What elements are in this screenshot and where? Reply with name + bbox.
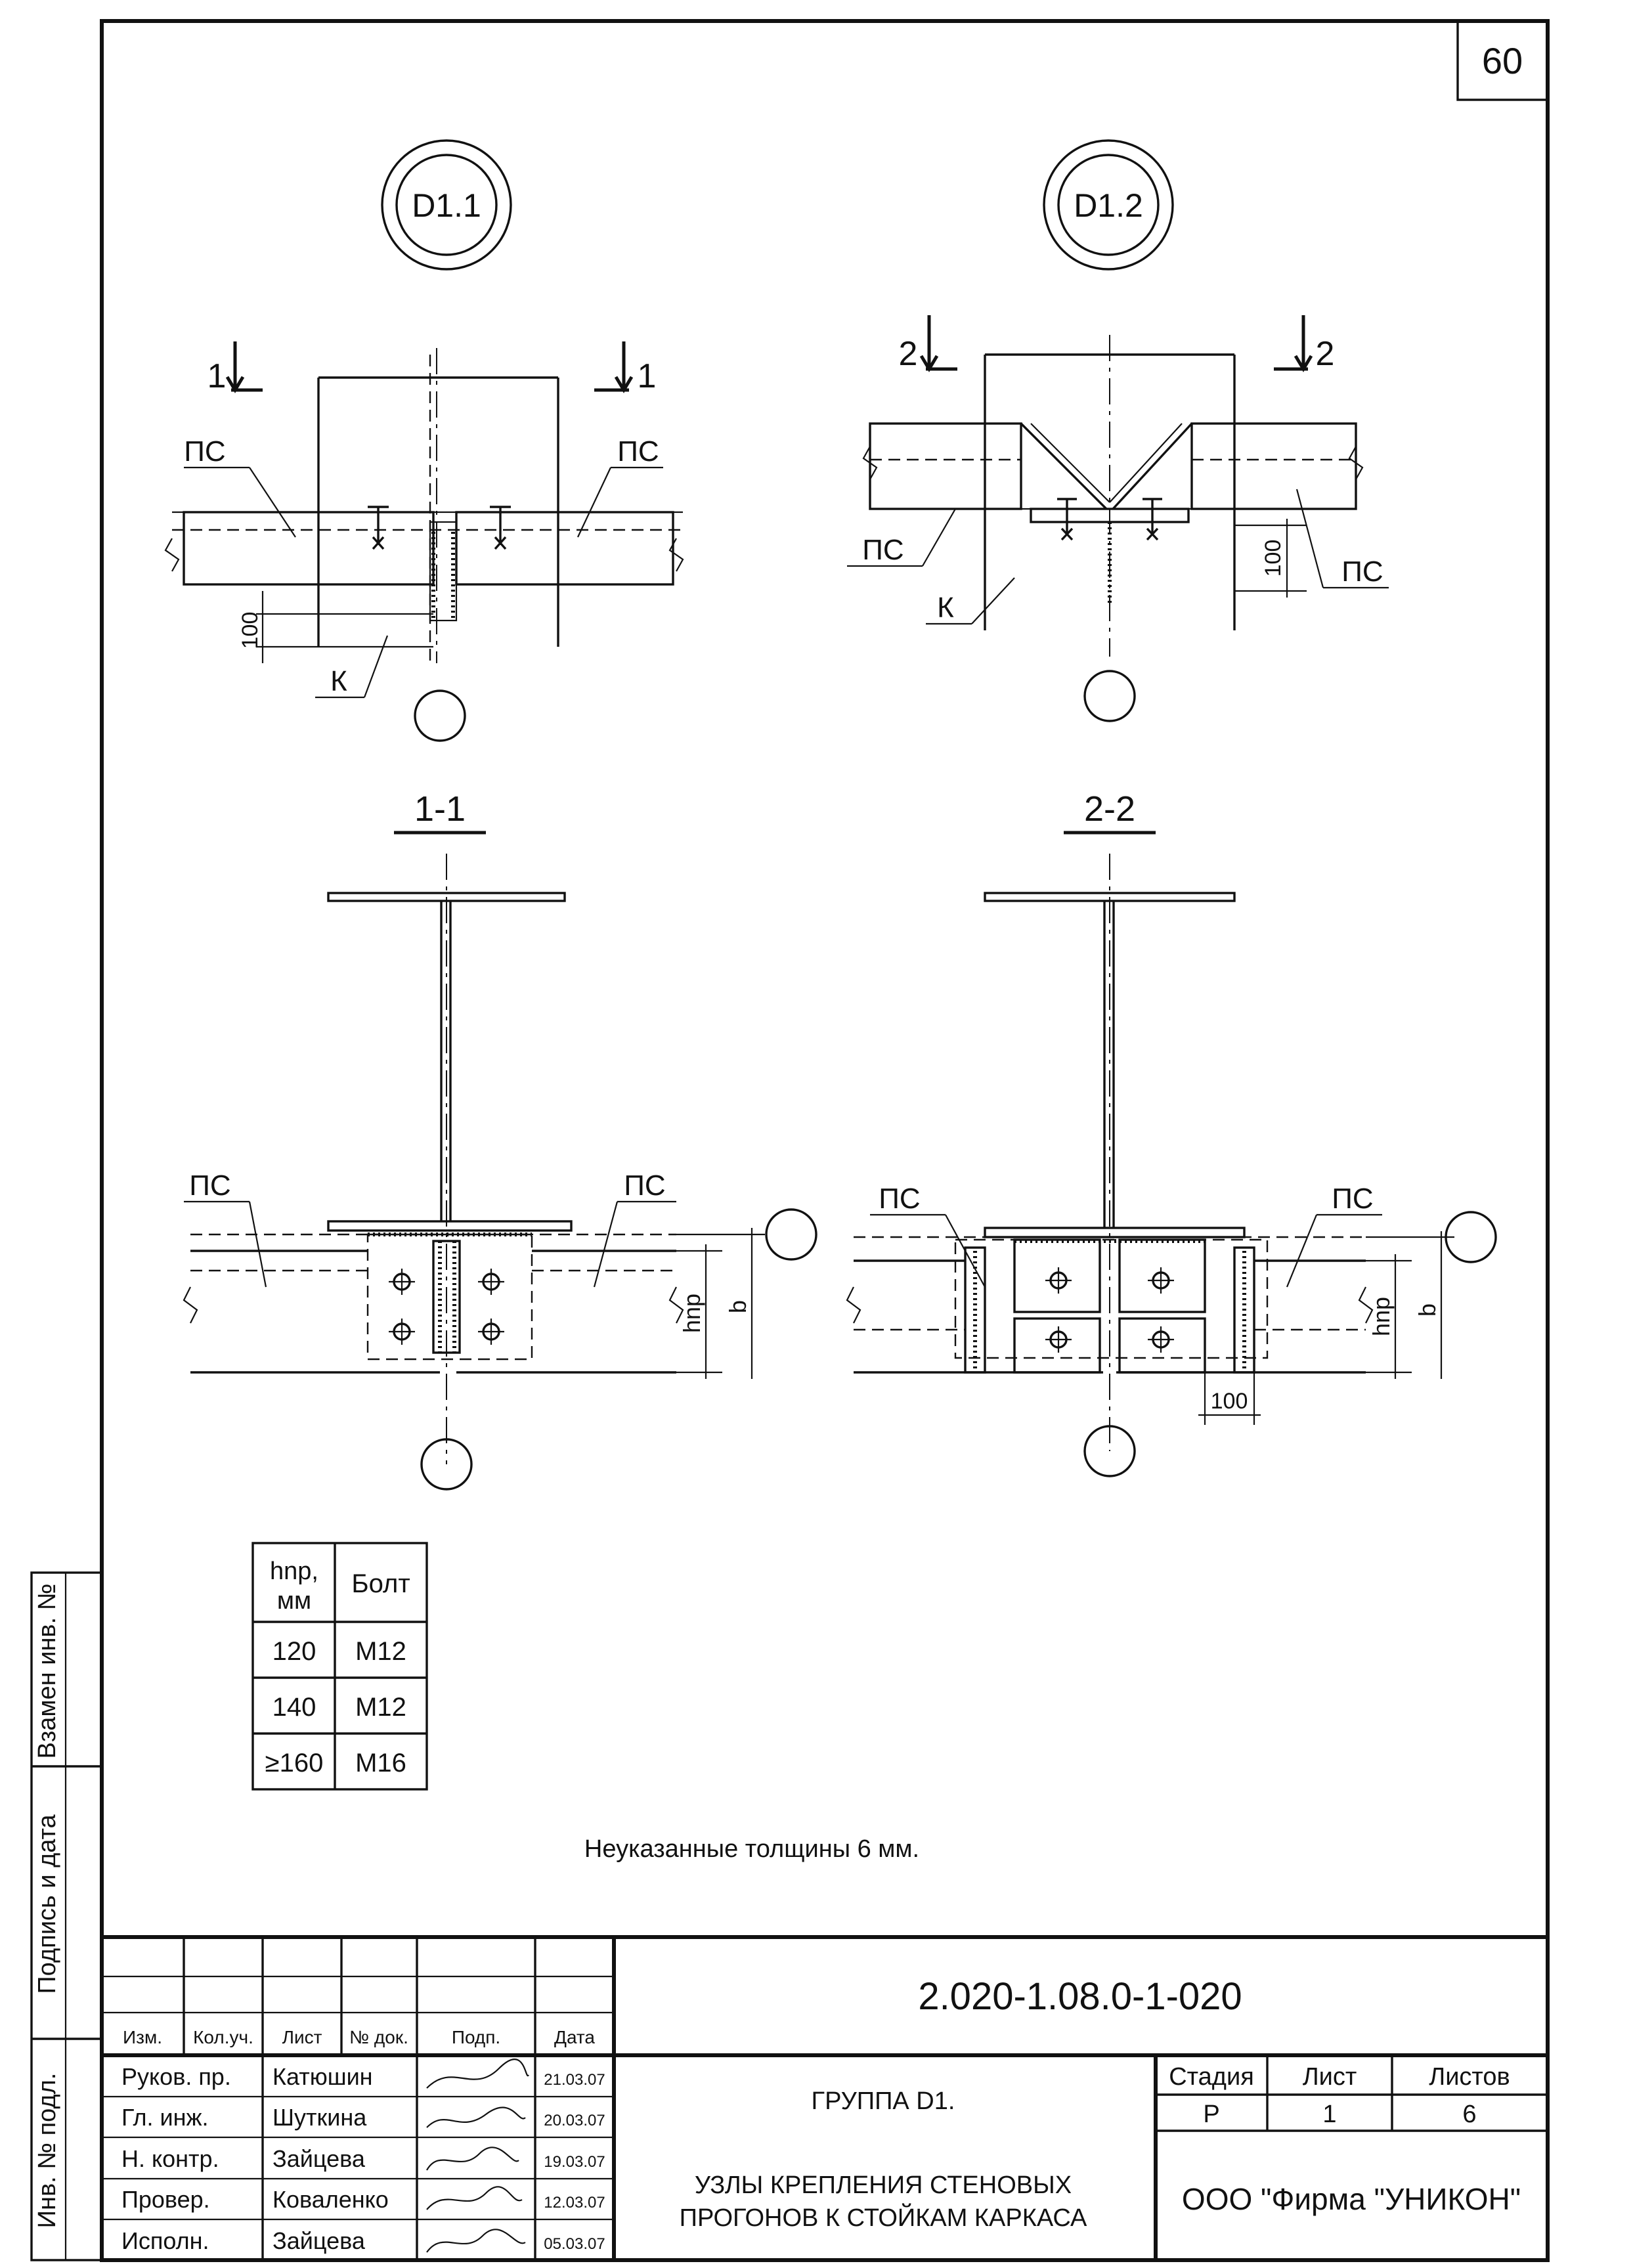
sheets-value: 6 [1462, 2101, 1476, 2128]
tb-col-header: Изм. [123, 2027, 162, 2047]
sheet-value: 1 [1322, 2101, 1336, 2128]
node-marker-d1-1: D1.1 [381, 139, 512, 271]
svg-text:К: К [330, 665, 347, 697]
signature-marks [426, 2059, 529, 2253]
tb-col-header: Лист [282, 2027, 322, 2047]
company-name: ООО "Фирма "УНИКОН" [1182, 2182, 1521, 2216]
tb-col-header: Дата [554, 2027, 595, 2047]
bolt-table-cell: M12 [355, 1637, 406, 1666]
tb-name: Шуткина [272, 2104, 367, 2131]
cut-mark-1-right: 1 [594, 341, 656, 395]
bolt-table: hnp, мм Болт 120 M12 140 M12 ≥160 M16 [251, 1542, 428, 1791]
drawing-title-line1: УЗЛЫ КРЕПЛЕНИЯ СТЕНОВЫХ [695, 2171, 1072, 2199]
general-note: Неуказанные толщины 6 мм. [584, 1835, 919, 1863]
tb-role: Исполн. [121, 2227, 209, 2254]
tb-name: Коваленко [272, 2186, 389, 2213]
tb-role: Руков. пр. [121, 2063, 231, 2090]
tb-role: Провер. [121, 2186, 210, 2213]
svg-text:ПС: ПС [879, 1183, 920, 1215]
svg-text:hnp: hnp [678, 1294, 705, 1333]
tb-role: Гл. инж. [121, 2104, 209, 2131]
bolt-table-cell: M12 [355, 1693, 406, 1722]
svg-text:100: 100 [238, 612, 263, 649]
node-marker-d1-2: D1.2 [1043, 139, 1174, 271]
tb-name: Катюшин [272, 2063, 373, 2090]
sheet-number: 60 [1482, 40, 1523, 81]
section-title-2-2: 2-2 [1064, 789, 1156, 835]
bolt-group-s2 [1045, 1267, 1174, 1353]
svg-text:ПС: ПС [1332, 1183, 1373, 1215]
svg-text:hnp: hnp [1368, 1297, 1395, 1336]
node-label-d1-2: D1.2 [1074, 187, 1143, 224]
svg-text:ПС: ПС [1341, 556, 1383, 588]
sheet-number-box: 60 [1456, 20, 1549, 101]
tb-date: 19.03.07 [544, 2153, 605, 2171]
tb-name: Зайцева [272, 2227, 366, 2254]
tb-col-header: Подп. [452, 2027, 500, 2047]
cut-mark-1-left: 1 [207, 341, 263, 395]
svg-text:ПС: ПС [189, 1169, 230, 1202]
sheet-label: Лист [1303, 2063, 1357, 2091]
stage-value: Р [1203, 2101, 1219, 2128]
bolt-table-header-h-line1: hnp, [270, 1558, 318, 1585]
svg-text:ПС: ПС [617, 435, 659, 468]
plan-d1-2: 2 2 [847, 315, 1389, 722]
plan-d1-1: 1 1 [164, 341, 684, 742]
bolt-table-cell: ≥160 [265, 1749, 324, 1777]
doc-code: 2.020-1.08.0-1-020 [918, 1975, 1242, 2018]
group-title: ГРУППА D1. [812, 2087, 955, 2115]
tb-date: 21.03.07 [544, 2071, 605, 2089]
bolt-table-cell: 140 [272, 1693, 316, 1722]
stage-label: Стадия [1169, 2063, 1254, 2091]
tb-date: 05.03.07 [544, 2235, 605, 2253]
sheets-label: Листов [1429, 2063, 1510, 2091]
bolt-table-header-bolt: Болт [351, 1569, 410, 1598]
svg-text:100: 100 [1211, 1389, 1248, 1414]
svg-text:1: 1 [207, 357, 227, 395]
tb-date: 20.03.07 [544, 2112, 605, 2129]
svg-text:2-2: 2-2 [1084, 789, 1135, 829]
section-1-1: hnp b ПС ПС [183, 854, 817, 1491]
section-title-1-1: 1-1 [394, 789, 486, 835]
title-block: Изм. Кол.уч. Лист № док. Подп. Дата Руко… [102, 1935, 1548, 2260]
tb-name: Зайцева [272, 2145, 366, 2172]
stamp-inv-replace: Взамен инв. № [33, 1584, 61, 1759]
node-label-d1-1: D1.1 [412, 187, 481, 224]
bolt-group-s1 [389, 1269, 504, 1345]
svg-text:2: 2 [899, 335, 918, 373]
svg-text:ПС: ПС [624, 1169, 665, 1202]
svg-text:100: 100 [1261, 540, 1286, 577]
tb-col-header: № док. [349, 2027, 408, 2047]
tb-col-header: Кол.уч. [193, 2027, 253, 2047]
bolt-table-cell: 120 [272, 1637, 316, 1666]
sheet-frame [100, 19, 1550, 2262]
stamp-sign-date: Подпись и дата [33, 1814, 61, 1994]
svg-text:2: 2 [1316, 335, 1335, 373]
svg-text:b: b [1414, 1303, 1441, 1317]
section-2-2: hnp b 100 ПС ПС [846, 854, 1497, 1477]
bolt-table-header-h-line2: мм [277, 1587, 311, 1615]
svg-text:1-1: 1-1 [414, 789, 466, 829]
tb-date: 12.03.07 [544, 2194, 605, 2212]
svg-text:b: b [724, 1300, 751, 1313]
stamp-inv-orig: Инв. № подл. [33, 2073, 61, 2229]
svg-text:1: 1 [638, 357, 657, 395]
cut-mark-2-right: 2 [1274, 315, 1334, 373]
tb-role: Н. контр. [121, 2145, 219, 2172]
svg-text:К: К [937, 592, 954, 624]
cut-mark-2-left: 2 [899, 315, 957, 373]
drawing-title-line2: ПРОГОНОВ К СТОЙКАМ КАРКАСА [680, 2202, 1087, 2232]
svg-text:ПС: ПС [862, 534, 904, 566]
side-stamp: Взамен инв. № Подпись и дата Инв. № подл… [30, 1571, 103, 2261]
svg-text:ПС: ПС [184, 435, 225, 468]
bolt-table-cell: M16 [355, 1749, 406, 1777]
